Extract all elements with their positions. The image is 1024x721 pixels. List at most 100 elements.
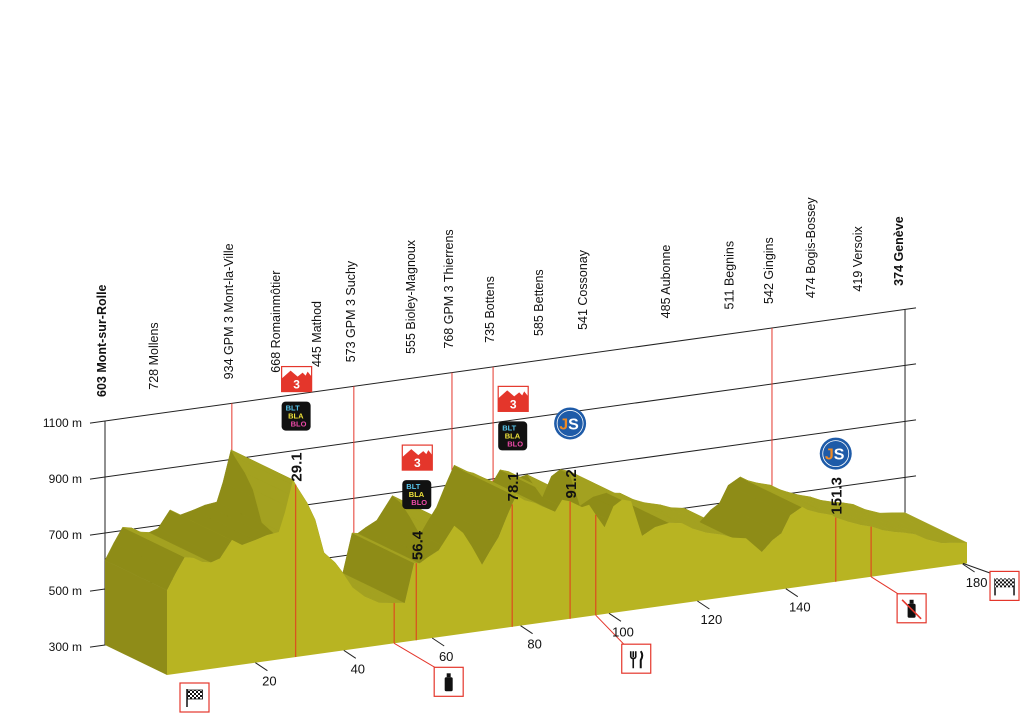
fork — [629, 651, 637, 669]
finish-flag-icon — [994, 578, 1015, 596]
js-letter-s: S — [834, 447, 845, 464]
x-tick — [520, 625, 533, 635]
finish-banner — [995, 578, 1015, 588]
js-letter-j: J — [825, 447, 834, 464]
js-letter-s: S — [568, 416, 579, 433]
service-leader-line — [393, 642, 439, 670]
x-tick-label: 140 — [789, 600, 811, 615]
x-tick — [431, 637, 445, 647]
x-tick-label: 180 — [966, 575, 988, 590]
flag-cloth — [187, 689, 203, 700]
km-marker-label: 29.1 — [289, 452, 306, 481]
finish-leader-line — [962, 562, 992, 574]
y-tick-label: 700 m — [49, 528, 82, 542]
blablablo-text: BLA — [505, 431, 521, 440]
km-marker-label: 91.2 — [563, 469, 580, 498]
place-label: 511 Begnins — [723, 241, 737, 310]
place-label: 934 GPM 3 Mont-la-Ville — [222, 243, 236, 379]
x-tick-label: 60 — [439, 649, 453, 664]
service-frame — [621, 643, 652, 674]
blablablo-text: BLA — [409, 490, 425, 499]
no-bottle-icon — [901, 599, 922, 620]
mountain-icon — [281, 370, 312, 392]
profile-front-face — [167, 479, 967, 675]
strike-line — [901, 599, 922, 620]
kom-category-icon: 3 — [497, 385, 529, 412]
bottle-body — [444, 677, 453, 692]
bottle-cap — [909, 599, 914, 604]
service-box — [621, 643, 652, 674]
place-label: 585 Bettens — [532, 269, 546, 336]
x-tick-label: 100 — [612, 624, 634, 639]
place-label: 768 GPM 3 Thierrens — [442, 229, 456, 348]
blablablo-text: BLO — [411, 498, 427, 507]
knife — [639, 650, 644, 669]
place-label: 485 Aubonne — [659, 245, 673, 319]
place-label: 474 Bogis-Bossey — [804, 197, 818, 299]
js-ring — [822, 440, 850, 467]
service-box — [896, 593, 927, 624]
place-label: 573 GPM 3 Suchy — [344, 260, 358, 362]
x-tick-label: 40 — [351, 661, 365, 676]
blablablo-bg — [281, 401, 311, 431]
x-tick — [962, 563, 975, 573]
kom-category-label: 3 — [510, 397, 517, 411]
blablablo-text: BLT — [286, 404, 300, 413]
service-leader-line — [595, 614, 627, 647]
start-flag-icon-box — [179, 682, 210, 713]
place-label: 445 Mathod — [310, 301, 324, 367]
km-marker-label: 78.1 — [505, 472, 522, 501]
place-label: 728 Mollens — [147, 322, 161, 389]
km-marker-label: 56.4 — [409, 530, 426, 560]
blablablo-bg — [498, 421, 528, 451]
y-tick-label: 900 m — [49, 472, 82, 486]
place-label: 555 Bioley-Magnoux — [404, 239, 418, 354]
js-letter-j: J — [559, 416, 568, 433]
kom-category-label: 3 — [414, 456, 421, 470]
front-annotations-layer — [255, 484, 992, 672]
place-label: 541 Cossonay — [576, 249, 590, 330]
blablablo-text: BLT — [406, 482, 420, 491]
place-label: 668 Romainmôtier — [269, 271, 283, 373]
x-tick-label: 120 — [701, 612, 723, 627]
place-label: 419 Versoix — [851, 225, 865, 291]
kom-category-icon: 3 — [401, 444, 433, 471]
mountain-icon — [402, 449, 433, 471]
x-tick — [343, 649, 357, 659]
profile-surface-layer — [104, 449, 968, 675]
x-tick — [255, 662, 268, 672]
km-marker-label: 151.3 — [829, 477, 846, 515]
x-tick-label: 20 — [262, 674, 276, 689]
bottle-cap — [446, 673, 451, 678]
service-leader-line — [870, 576, 902, 597]
place-label: 542 Gingins — [762, 237, 776, 304]
gridline-1100 — [89, 307, 917, 424]
bottle-icon — [444, 673, 453, 692]
x-tick-label: 80 — [527, 637, 541, 652]
x-tick — [608, 612, 622, 622]
place-label: 374 Genève — [892, 216, 906, 286]
js-ring — [556, 410, 584, 437]
blablablo-text: BLA — [288, 412, 304, 421]
kom-category-label: 3 — [293, 378, 300, 392]
blablablo-text: BLO — [291, 420, 307, 429]
y-tick-label: 300 m — [49, 640, 82, 654]
blablablo-bg — [402, 480, 432, 510]
js-circle — [819, 437, 852, 470]
x-tick — [697, 600, 710, 610]
mountain-icon — [498, 390, 529, 412]
y-tick-label: 500 m — [49, 584, 82, 598]
service-box — [433, 666, 464, 697]
finish-box — [989, 570, 1020, 601]
kom-category-icon: 3 — [281, 365, 313, 393]
blablablo-text: BLO — [507, 439, 523, 448]
back-lines-layer — [104, 309, 906, 645]
x-tick — [785, 588, 799, 598]
